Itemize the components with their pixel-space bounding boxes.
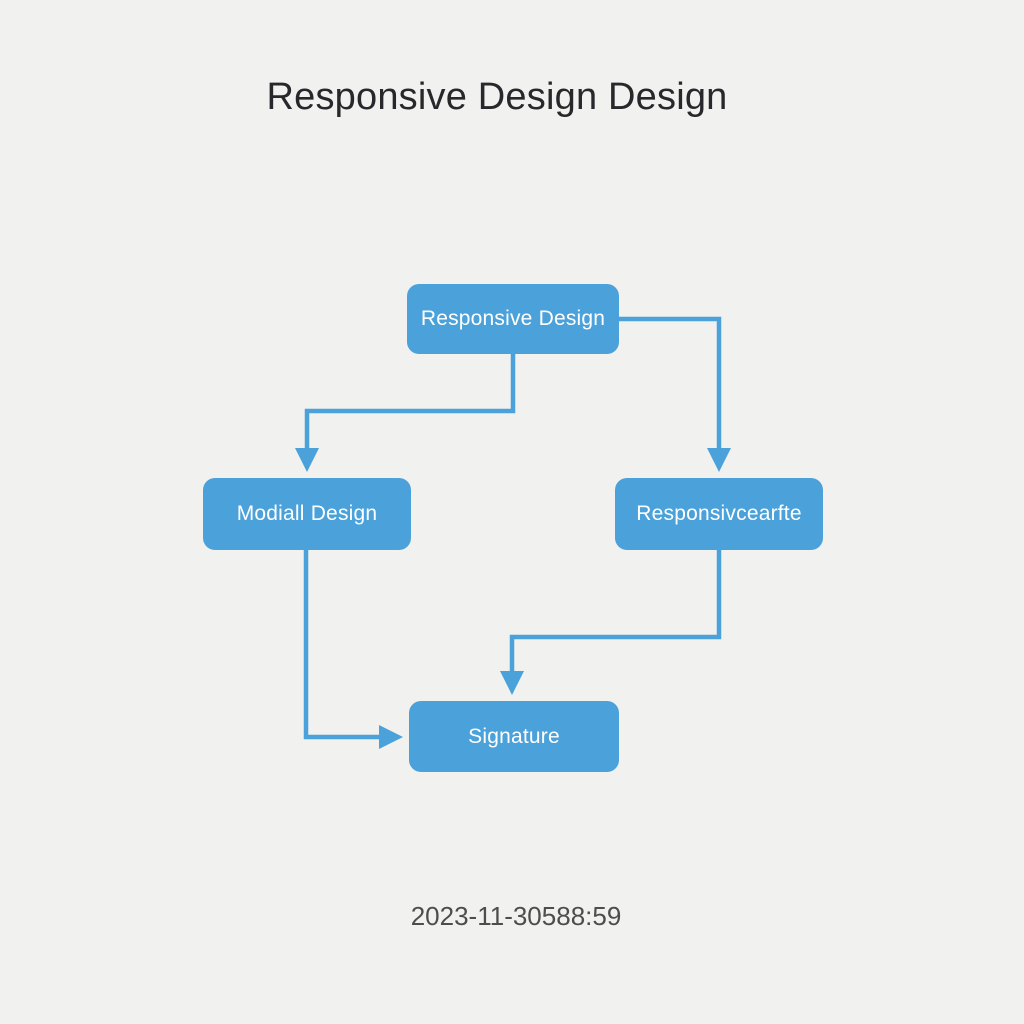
arrowhead-down-icon [707, 448, 731, 472]
arrowhead-down-icon [500, 671, 524, 695]
connector-left-to-bottom [303, 550, 379, 740]
arrowhead-right-icon [379, 725, 403, 749]
node-label: Modiall Design [236, 502, 378, 525]
footer-timestamp: 2023-11-30588:59 [410, 901, 622, 931]
connector-top-to-right [619, 316, 722, 448]
page-title: Responsive Design Design [266, 76, 728, 118]
flowchart-node-signature: Signature [409, 701, 619, 772]
flowchart-node-responsivearfte: Responsivcearfte [615, 478, 823, 550]
connector-right-to-bottom [509, 550, 722, 671]
flowchart-node-responsive-design: Responsive Design [407, 284, 619, 354]
flowchart-node-modiall-design: Modiall Design [203, 478, 411, 550]
node-label: Responsivcearfte [636, 502, 802, 525]
node-label: Signature [468, 724, 560, 748]
connector-top-to-left [304, 354, 516, 448]
arrowhead-down-icon [295, 448, 319, 472]
node-label: Responsive Design [420, 307, 606, 330]
